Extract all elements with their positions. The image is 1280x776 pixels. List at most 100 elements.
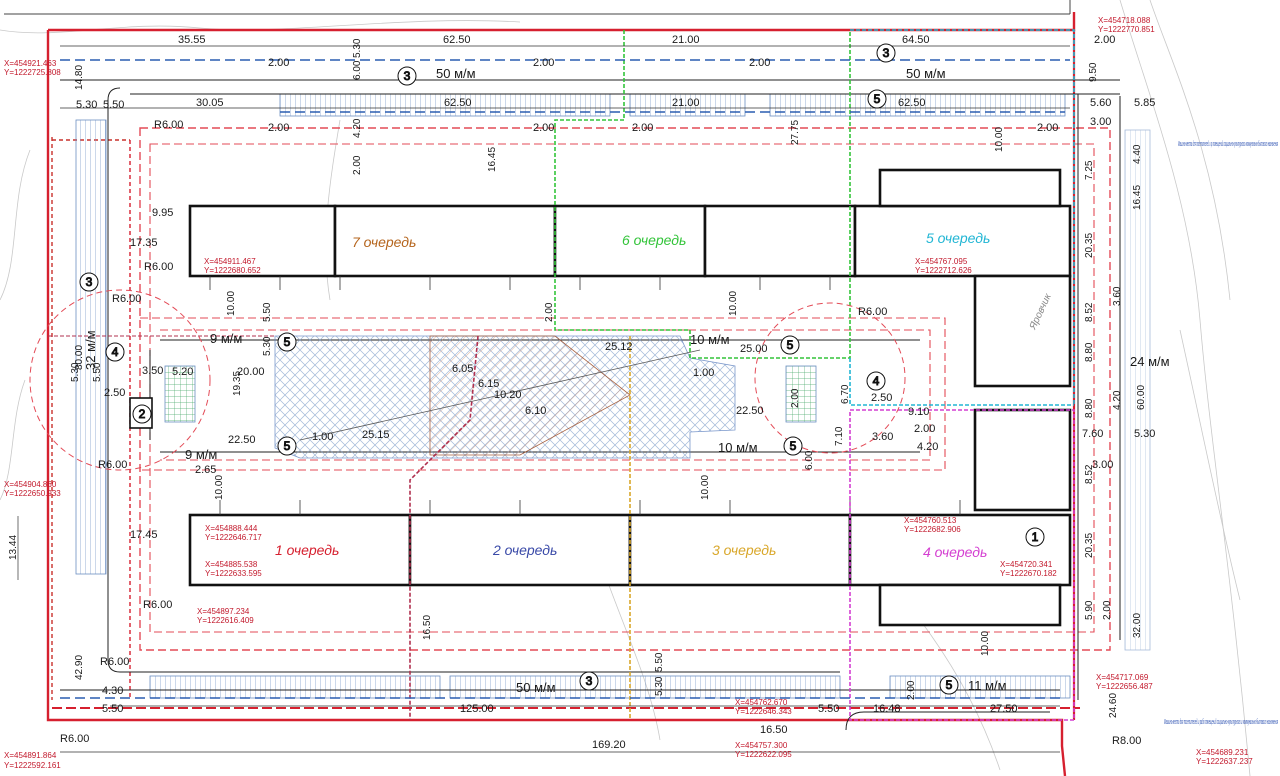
dim-25-15: 25.15 — [362, 429, 390, 441]
vdim-13-44: 13.44 — [8, 535, 19, 560]
dim-4-30: 4.30 — [102, 685, 123, 697]
dim-62-50-a: 62.50 — [443, 34, 471, 46]
vdim-6-00-m: 6.00 — [804, 450, 815, 470]
dim-125-00: 125.00 — [460, 703, 494, 715]
parking-labels: 50 м/м 50 м/м 50 м/м 11 м/м 9 м/м 9 м/м … — [83, 66, 1170, 695]
coord-b4b-y: Y=1222670.182 — [1000, 569, 1057, 578]
dim-3-50: 3.50 — [142, 365, 163, 377]
coord-b1c-y: Y=1222616.409 — [197, 616, 254, 625]
parking-bottom-right: 11 м/м — [968, 678, 1007, 693]
bdim-10-00-c: 10.00 — [994, 127, 1005, 152]
dim-2-00-d: 2.00 — [1094, 34, 1115, 46]
dim-6-05: 6.05 — [452, 363, 473, 375]
radius-a: R6.00 — [154, 119, 183, 131]
dim-2-00-h: 2.00 — [1037, 122, 1058, 134]
coord-brr-x: X=454689.231 — [1196, 748, 1249, 757]
coord-bl-y: Y=1222592.161 — [4, 761, 61, 770]
entrance-ticks — [209, 276, 961, 515]
dim-16-50: 16.50 — [760, 724, 788, 736]
dim-3-60: 3.60 — [872, 431, 893, 443]
dim-1-00-b: 1.00 — [693, 367, 714, 379]
axis-lines — [60, 59, 1070, 699]
parking-mid-right-bottom: 10 м/м — [718, 440, 758, 455]
parking-note-top: Машино-места для посетителей и р помещен… — [1178, 140, 1278, 148]
coord-bm-x: X=454762.670 — [735, 698, 788, 707]
coord-b1a-y: Y=1222646.717 — [205, 533, 262, 542]
coord-b4a-y: Y=1222682.906 — [904, 525, 961, 534]
dim-6-10: 6.10 — [525, 405, 546, 417]
blue-dimension-texts: 10.00 10.00 10.00 10.00 10.00 10.00 — [214, 127, 1005, 656]
vdim-16-45-r: 16.45 — [1132, 185, 1143, 210]
coordinate-texts: X=454921.463 Y=1222725.808 X=454718.088 … — [4, 16, 1253, 770]
vdim-4-20-r: 4.20 — [1112, 390, 1123, 410]
dim-5-50-a: 5.50 — [103, 99, 124, 111]
vdim-5-30-l: 5.30 — [70, 362, 81, 382]
vdim-19-35: 19.35 — [232, 371, 243, 396]
vdim-42-90: 42.90 — [74, 655, 85, 680]
bdim-10-00-a: 10.00 — [226, 291, 237, 316]
radius-b: R6.00 — [144, 261, 173, 273]
marker-4a: 4 — [112, 345, 119, 359]
phase-5-label: 5 очередь — [926, 230, 990, 246]
vdim-27-75: 27.75 — [790, 120, 801, 145]
marker-3c: 3 — [86, 275, 93, 289]
dim-17-45: 17.45 — [130, 529, 158, 541]
dimension-lines — [17, 45, 1070, 753]
phase-7-label: 7 очередь — [352, 234, 416, 250]
radius-f: R6.00 — [100, 656, 129, 668]
dim-2-00-a: 2.00 — [268, 57, 289, 69]
radius-d: R6.00 — [98, 459, 127, 471]
radius-g: R6.00 — [60, 733, 89, 745]
dim-2-00-f: 2.00 — [533, 122, 554, 134]
radius-c: R6.00 — [112, 293, 141, 305]
vdim-2-00-b: 2.00 — [906, 680, 917, 700]
dim-5-50-br: 5.50 — [818, 703, 839, 715]
marker-5c: 5 — [284, 439, 291, 453]
dim-25-00: 25.00 — [740, 343, 768, 355]
vdim-14-80: 14.80 — [74, 65, 85, 90]
dim-2-65: 2.65 — [195, 464, 216, 476]
parking-mid-right-top: 10 м/м — [690, 332, 730, 347]
coord-b1b-x: X=454885.538 — [205, 560, 258, 569]
coord-bc-y: Y=1222622.095 — [735, 750, 792, 759]
vdim-5-50-l: 5.50 — [92, 362, 103, 382]
dim-2-00-r: 2.00 — [914, 423, 935, 435]
vdim-2-00-m: 2.00 — [544, 302, 555, 322]
parking-top-left: 50 м/м — [436, 66, 476, 81]
phase-boundaries — [48, 29, 1075, 721]
vdim-7-10: 7.10 — [834, 426, 845, 446]
bdim-10-00-b: 10.00 — [728, 291, 739, 316]
dim-20-00: 20.00 — [237, 366, 265, 378]
coord-brr-y: Y=1222637.237 — [1196, 757, 1253, 766]
dim-21-00-a: 21.00 — [672, 34, 700, 46]
coord-b4a-x: X=454760.513 — [904, 516, 957, 525]
dim-21-00-b: 21.00 — [672, 97, 700, 109]
vdim-32-00: 32.00 — [1132, 613, 1143, 638]
dim-64-50: 64.50 — [902, 34, 930, 46]
dim-10-20: 10.20 — [494, 389, 522, 401]
dim-5-50-bl: 5.50 — [102, 703, 123, 715]
coord-b7-y: Y=1222680.652 — [204, 266, 261, 275]
parking-note-bottom: Машино-места для посетителей и рабо поме… — [1164, 718, 1278, 726]
vdim-9-50: 9.50 — [1088, 62, 1099, 82]
dim-6-15: 6.15 — [478, 378, 499, 390]
parking-right-vertical: 24 м/м — [1130, 354, 1170, 369]
parking-mid-left-bottom: 9 м/м — [185, 447, 217, 462]
radius-e: R6.00 — [143, 599, 172, 611]
parking-left-vertical: 32 м/м — [83, 330, 98, 370]
parking-strips — [75, 93, 1151, 699]
circle-markers: 3 3 5 3 4 5 2 5 5 4 5 1 3 5 — [79, 43, 1045, 695]
coord-b5-y: Y=1222712.626 — [915, 266, 972, 275]
coord-tr-y: Y=1222770.851 — [1098, 25, 1155, 34]
coord-br-x: X=454717.069 — [1096, 673, 1149, 682]
phase-4-label: 4 очередь — [923, 544, 987, 560]
vdim-8-80-a: 8.80 — [1084, 342, 1095, 362]
vdim-3-60: 3.60 — [1112, 286, 1123, 306]
dim-22-50-a: 22.50 — [228, 434, 256, 446]
coord-b5-x: X=454767.095 — [915, 257, 968, 266]
dim-7-60: 7.60 — [1082, 428, 1103, 440]
dim-16-48: 16.48 — [873, 703, 901, 715]
parking-bottom: 50 м/м — [516, 680, 556, 695]
vdim-8-80-b: 8.80 — [1084, 398, 1095, 418]
coord-b1b-y: Y=1222633.595 — [205, 569, 262, 578]
